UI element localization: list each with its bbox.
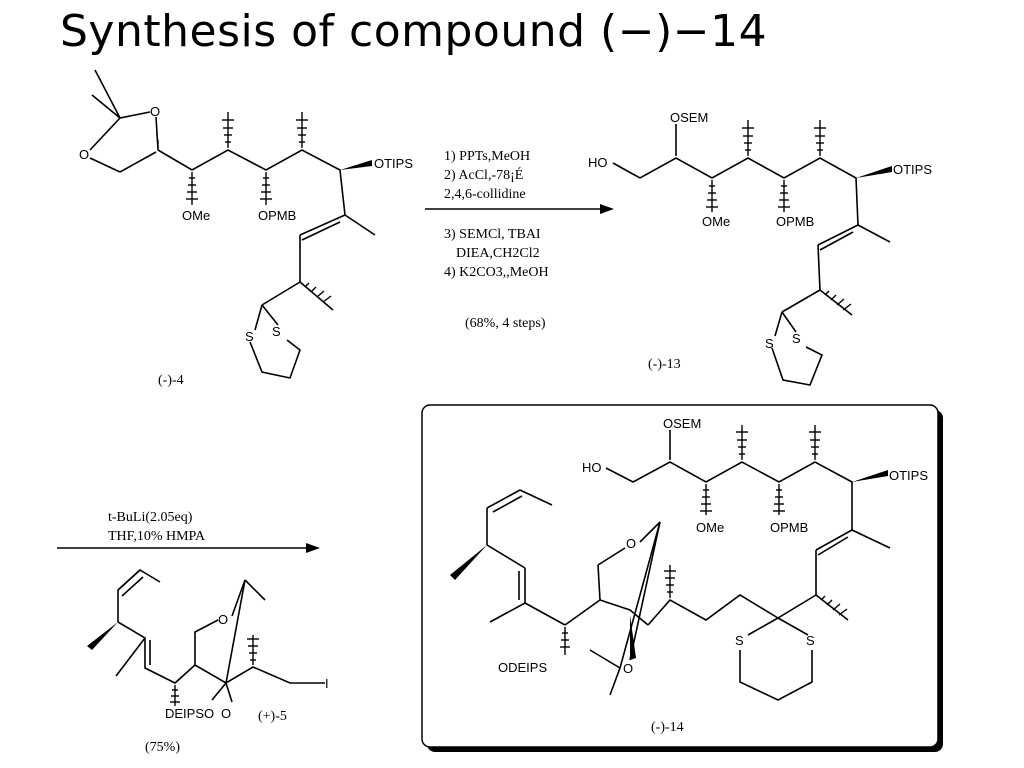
compound-label-4: (-)-4 — [158, 373, 184, 388]
condition-line: 1) PPTs,MeOH — [444, 149, 530, 164]
atom-deipso: DEIPSO — [165, 706, 214, 721]
atom-s: S — [272, 324, 281, 339]
atom-opmb: OPMB — [776, 214, 814, 229]
atom-ome: OMe — [702, 214, 730, 229]
atom-opmb: OPMB — [258, 208, 296, 223]
compound-13-structure — [612, 120, 892, 386]
atom-s: S — [765, 336, 774, 351]
condition-line: DIEA,CH2Cl2 — [456, 246, 540, 261]
compound-label-13: (-)-13 — [648, 357, 681, 372]
highlight-frame — [421, 404, 939, 748]
condition-line: 2) AcCl,-78¡É — [444, 166, 523, 183]
atom-odeips: ODEIPS — [498, 660, 547, 675]
atom-opmb: OPMB — [770, 520, 808, 535]
atom-ome: OMe — [696, 520, 724, 535]
compound-5-structure — [87, 569, 325, 706]
atom-ho: HO — [588, 155, 608, 170]
atom-osem: OSEM — [663, 416, 701, 431]
arrowhead-icon — [600, 204, 614, 214]
condition-line: t-BuLi(2.05eq) — [108, 510, 193, 525]
condition-line: 3) SEMCl, TBAI — [444, 227, 541, 242]
atom-s: S — [245, 329, 254, 344]
atom-otips: OTIPS — [889, 468, 928, 483]
condition-line: THF,10% HMPA — [108, 529, 206, 544]
compound-label-14: (-)-14 — [651, 720, 684, 735]
atom-o: O — [623, 661, 633, 676]
atom-o: O — [150, 104, 160, 119]
atom-osem: OSEM — [670, 110, 708, 125]
atom-s: S — [735, 633, 744, 648]
atom-otips: OTIPS — [893, 162, 932, 177]
atom-ome: OMe — [182, 208, 210, 223]
atom-s: S — [806, 633, 815, 648]
condition-line: 4) K2CO3,,MeOH — [444, 265, 549, 280]
compound-14-structure — [450, 425, 891, 701]
atom-o: O — [218, 612, 228, 627]
atom-o: O — [626, 536, 636, 551]
yield-label: (68%, 4 steps) — [465, 316, 546, 331]
atom-s: S — [792, 331, 801, 346]
atom-o: O — [79, 147, 89, 162]
atom-o: O — [221, 706, 231, 721]
condition-line: 2,4,6-collidine — [444, 187, 526, 202]
yield-label: (75%) — [145, 740, 180, 755]
atom-otips: OTIPS — [374, 156, 413, 171]
atom-ho: HO — [582, 460, 602, 475]
compound-label-5: (+)-5 — [258, 709, 287, 724]
compound-4-structure — [89, 69, 376, 379]
page-title: Synthesis of compound (−)−14 — [60, 6, 768, 57]
atom-i: I — [325, 676, 329, 691]
arrowhead-icon — [306, 543, 320, 553]
